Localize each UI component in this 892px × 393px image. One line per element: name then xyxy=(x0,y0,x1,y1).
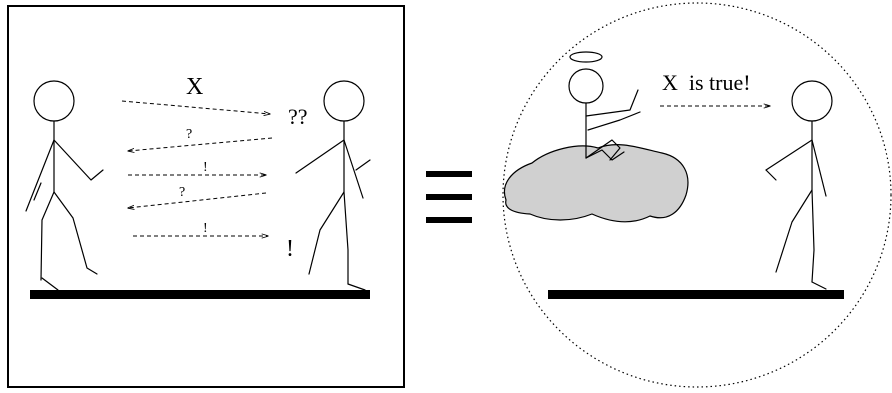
answer-label-1: ! xyxy=(203,160,208,175)
angel-figure xyxy=(569,52,640,160)
question-label-2: ? xyxy=(179,185,185,200)
answer-label-2: ! xyxy=(203,221,208,236)
message-label: X is true! xyxy=(662,70,751,95)
halo-icon xyxy=(570,52,602,62)
right-ground-bar xyxy=(548,290,844,299)
left-panel: X ?? ? ! ? ! ! xyxy=(8,6,404,387)
statement-label: X xyxy=(186,74,203,100)
right-panel: X is true! xyxy=(503,3,891,387)
understanding-label: ! xyxy=(286,236,294,262)
left-ground-bar xyxy=(30,290,370,299)
confusion-label: ?? xyxy=(288,104,308,129)
question-label-1: ? xyxy=(186,127,192,142)
cloud-shape xyxy=(504,145,687,222)
equivalence-label: ≡ xyxy=(0,0,1,1)
observer-person-figure xyxy=(766,81,832,289)
